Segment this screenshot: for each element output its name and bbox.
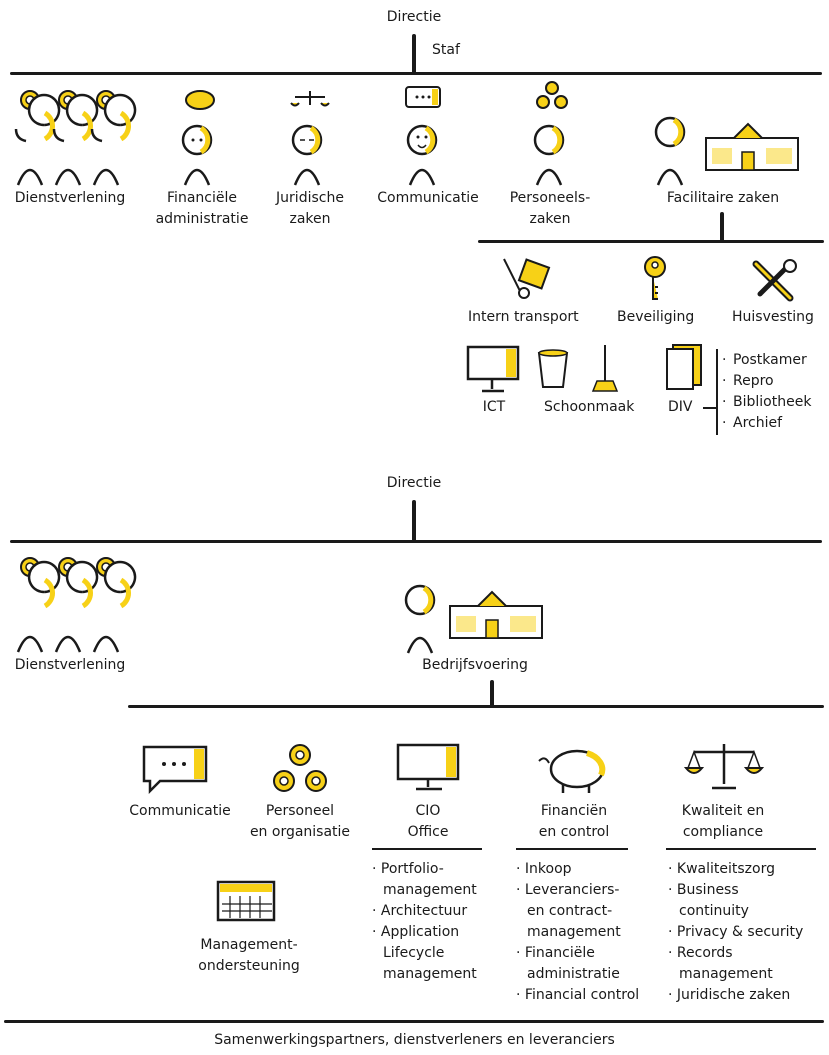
unit-juridische-1: Juridische	[276, 190, 344, 206]
div-list: Postkamer Repro Bibliotheek Archief	[722, 350, 811, 434]
unit-dienstverlening: Dienstverlening	[14, 190, 126, 206]
building-person-icon	[404, 584, 543, 654]
footer-label: Samenwerkingspartners, dienstverleners e…	[214, 1032, 615, 1048]
dienstverlening-icon	[16, 557, 137, 653]
chart2-po-2: en organisatie	[249, 824, 351, 840]
list-item: Bibliotheek	[722, 392, 811, 413]
cio-divider	[372, 848, 482, 850]
piggy-bank-icon	[538, 749, 606, 793]
chart2-mgmt-1: Management-	[200, 937, 298, 953]
sub-div: DIV	[668, 399, 693, 415]
chart2-cio-1: CIO	[415, 803, 441, 819]
list-item-cont: Lifecycle	[383, 945, 445, 961]
list-item: · Business	[668, 882, 739, 898]
chart2-main-line	[10, 540, 822, 543]
unit-personeels-1: Personeels-	[509, 190, 591, 206]
list-item: · Juridische zaken	[668, 987, 791, 1003]
key-icon	[644, 256, 666, 300]
dienstverlening-icon	[14, 90, 137, 186]
list-item: · Architectuur	[372, 903, 468, 919]
piggy-bank-person-icon	[181, 90, 215, 186]
sub-beveiliging: Beveiliging	[617, 309, 695, 325]
chart2-fin-1: Financiën	[540, 803, 608, 819]
chart1-staf-line	[10, 72, 822, 75]
footer-line	[4, 1020, 824, 1023]
chart2-mgmt-2: ondersteuning	[198, 958, 300, 974]
list-item: Archief	[722, 413, 811, 434]
unit-personeels-2: zaken	[529, 211, 571, 227]
chart2-bedrijfsvoering: Bedrijfsvoering	[422, 657, 528, 673]
hand-truck-icon	[503, 258, 551, 299]
facilitair-line	[478, 240, 824, 243]
monitor-icon	[466, 345, 520, 393]
fin-list: · Inkoop · Leveranciers- en contract- ma…	[516, 859, 639, 1006]
list-item-cont: management	[383, 966, 477, 982]
list-item: · Privacy & security	[668, 924, 804, 940]
list-item: · Portfolio-	[372, 861, 444, 877]
document-folder-icon	[666, 344, 702, 390]
building-person-icon	[654, 116, 799, 186]
list-item: · Kwaliteitszorg	[668, 861, 775, 877]
list-item: · Financial control	[516, 987, 640, 1003]
list-item-cont: continuity	[679, 903, 749, 919]
sub-transport: Intern transport	[468, 309, 579, 325]
unit-juridische-2: zaken	[289, 211, 331, 227]
chart2-fin-2: en control	[538, 824, 610, 840]
monitor-icon	[396, 743, 460, 791]
scales-person-icon	[290, 91, 330, 186]
div-connector	[703, 407, 717, 409]
unit-communicatie: Communicatie	[377, 190, 479, 206]
chart2-kwal-2: compliance	[682, 824, 764, 840]
div-bracket	[716, 349, 718, 435]
sub-huisvesting: Huisvesting	[732, 309, 814, 325]
tools-icon	[752, 259, 797, 302]
chart1-directie: Directie	[386, 9, 442, 25]
unit-facilitaire: Facilitaire zaken	[666, 190, 780, 206]
calendar-icon	[216, 880, 276, 922]
list-item: Postkamer	[722, 350, 811, 371]
chart2-cio-2: Office	[407, 824, 449, 840]
chart2-po-1: Personeel	[265, 803, 335, 819]
chart2-directie-connector	[412, 500, 416, 542]
list-item: Repro	[722, 371, 811, 392]
list-item-cont: administratie	[527, 966, 620, 982]
facilitair-connector	[720, 212, 724, 242]
unit-financiele-1: Financiële	[167, 190, 237, 206]
sub-ict: ICT	[482, 399, 506, 415]
list-item-cont: en contract-	[527, 903, 613, 919]
network-person-icon	[533, 81, 568, 186]
chart2-dienstverlening: Dienstverlening	[14, 657, 126, 673]
chart2-directie: Directie	[386, 475, 442, 491]
list-item: · Leveranciers-	[516, 882, 620, 898]
chart2-kwal-1: Kwaliteit en	[681, 803, 765, 819]
cio-list: · Portfolio- management · Architectuur ·…	[372, 859, 477, 985]
list-item-cont: management	[383, 882, 477, 898]
list-item: · Records	[668, 945, 733, 961]
bedrijfsvoering-connector	[490, 680, 494, 707]
list-item-cont: management	[679, 966, 773, 982]
chart1-directie-connector	[412, 34, 416, 74]
bucket-mop-icon	[537, 345, 619, 392]
chart2-communicatie: Communicatie	[129, 803, 231, 819]
list-item: · Inkoop	[516, 861, 572, 877]
sub-schoonmaak: Schoonmaak	[544, 399, 635, 415]
kwal-list: · Kwaliteitszorg · Business continuity ·…	[668, 859, 803, 1006]
speech-bubble-icon	[142, 745, 208, 795]
network-icon	[273, 744, 327, 792]
unit-financiele-2: administratie	[155, 211, 249, 227]
list-item: · Application	[372, 924, 460, 940]
bedrijfsvoering-line	[128, 705, 824, 708]
chart1-staf-label: Staf	[432, 42, 460, 58]
list-item: · Financiële	[516, 945, 595, 961]
scales-icon	[683, 744, 765, 790]
list-item-cont: management	[527, 924, 621, 940]
speech-bubble-person-icon	[405, 86, 441, 186]
kwal-divider	[666, 848, 816, 850]
fin-divider	[516, 848, 628, 850]
